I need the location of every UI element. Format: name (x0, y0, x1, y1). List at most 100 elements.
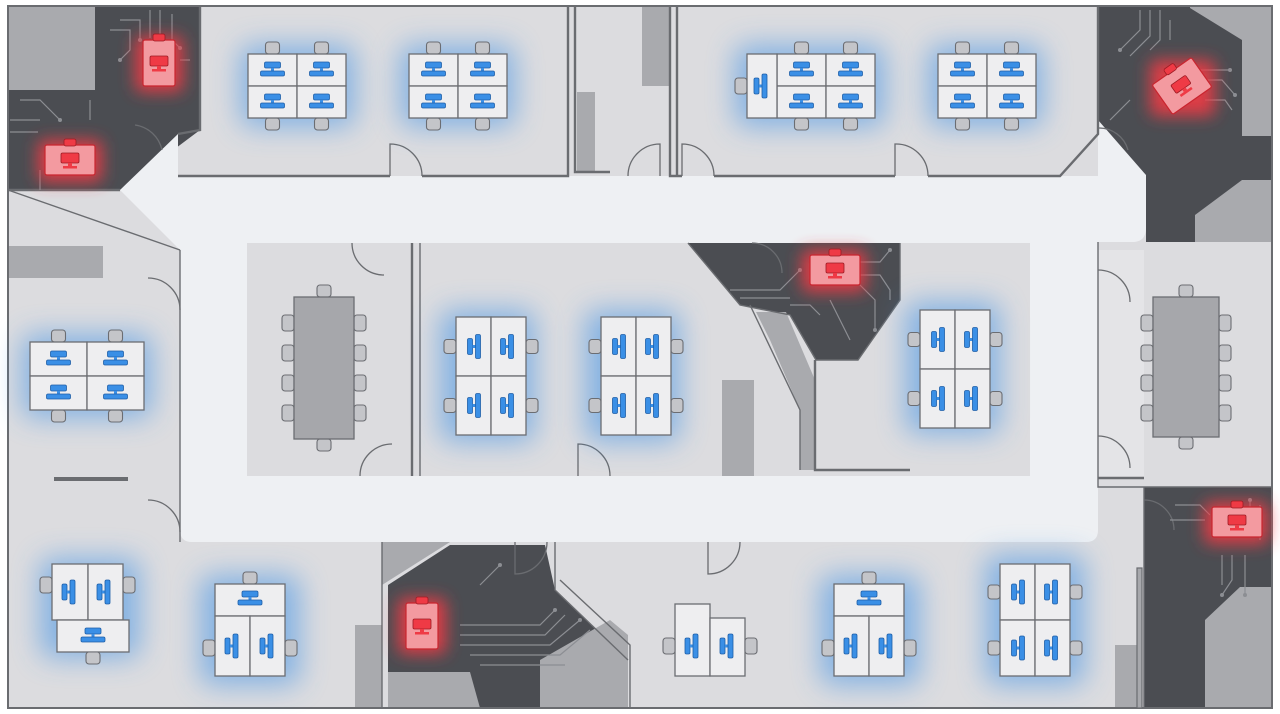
monitor-icon (999, 61, 1024, 77)
monitor-icon (149, 55, 169, 72)
monitor-icon (103, 350, 128, 366)
workstation-ws-top-3[interactable] (734, 41, 876, 131)
monitor-icon (421, 61, 446, 77)
storage-block (388, 672, 480, 708)
chair (588, 397, 602, 414)
chair (353, 404, 367, 422)
monitor-icon (46, 350, 71, 366)
chair (987, 640, 1001, 656)
chair (202, 639, 216, 657)
conference-table-conf-center[interactable] (281, 284, 367, 452)
monitor-icon (500, 393, 514, 418)
monitor-icon (825, 262, 845, 279)
monitor-icon (60, 152, 80, 169)
interior-walls (7, 6, 1272, 708)
chair (588, 338, 602, 355)
monitor-icon (753, 73, 768, 99)
desk (29, 341, 88, 377)
doors (134, 124, 1175, 575)
chair (281, 314, 295, 332)
monitor-icon (237, 590, 263, 606)
chair (1140, 404, 1154, 422)
chair (670, 397, 684, 414)
chair (474, 117, 491, 131)
workstation-ws-left-mid[interactable] (29, 329, 145, 423)
monitor-icon (1044, 579, 1058, 605)
workstation-ws-center-2[interactable] (588, 316, 684, 436)
monitor-icon (612, 334, 626, 359)
monitor-icon (103, 384, 128, 400)
chair (734, 77, 748, 95)
storage-block (1190, 6, 1272, 136)
desk (674, 603, 711, 677)
storage-block (1205, 587, 1272, 708)
monitor-icon (259, 633, 274, 659)
chair (474, 41, 491, 55)
alert-terminal-alert-top-left-2[interactable] (44, 138, 96, 176)
chair (316, 284, 332, 298)
chair (903, 639, 917, 657)
chair (793, 41, 810, 55)
monitor-icon (964, 327, 978, 352)
workstation-ws-bottom-4[interactable] (821, 571, 917, 677)
chair (1178, 436, 1194, 450)
main-corridor (120, 120, 1146, 542)
chair (425, 117, 442, 131)
workstation-ws-bottom-3[interactable] (662, 603, 758, 677)
monitor-icon (96, 579, 111, 605)
workstation-ws-center-3[interactable] (907, 309, 1003, 429)
alert-terminal-alert-bottom-center[interactable] (405, 596, 439, 650)
chair (821, 639, 835, 657)
monitor-icon (309, 61, 334, 77)
chair (353, 344, 367, 362)
alert-terminal-alert-bottom-right[interactable] (1211, 500, 1263, 538)
chair (1140, 374, 1154, 392)
storage-block (1195, 180, 1272, 242)
monitor-icon (1170, 75, 1193, 97)
chair (281, 404, 295, 422)
chair (1069, 584, 1083, 600)
monitor-icon (719, 633, 734, 659)
chair (744, 637, 758, 655)
alert-terminal-alert-top-right[interactable] (1149, 53, 1212, 115)
workstation-ws-top-1[interactable] (247, 41, 347, 131)
monitor-icon (470, 93, 495, 109)
chair (842, 41, 859, 55)
monitor-icon (789, 61, 814, 77)
monitor-icon (412, 618, 432, 635)
workstation-ws-top-4[interactable] (937, 41, 1037, 131)
monitor-icon (856, 590, 882, 606)
chair (662, 637, 676, 655)
workstation-ws-top-2[interactable] (408, 41, 508, 131)
workstation-ws-bottom-2[interactable] (202, 571, 298, 677)
outer-wall (7, 5, 1273, 709)
monitor-icon (421, 93, 446, 109)
workstation-ws-center-1[interactable] (443, 316, 539, 436)
monitor-icon (1011, 579, 1025, 605)
chair (1218, 344, 1232, 362)
chair (1069, 640, 1083, 656)
chair (1140, 344, 1154, 362)
monitor-icon (260, 93, 285, 109)
desk (86, 375, 145, 411)
table (293, 296, 355, 440)
monitor-icon (999, 93, 1024, 109)
monitor-icon (1011, 635, 1025, 661)
desk (954, 368, 991, 429)
monitor-icon (964, 386, 978, 411)
monitor-icon (838, 61, 863, 77)
storage-block (8, 6, 95, 90)
chair (525, 338, 539, 355)
monitor-icon (500, 334, 514, 359)
table (1152, 296, 1220, 438)
alert-terminal-alert-top-left-1[interactable] (142, 33, 176, 87)
alert-terminal-alert-center[interactable] (809, 248, 861, 286)
chair (443, 397, 457, 414)
conference-table-conf-right[interactable] (1140, 284, 1232, 450)
chair (954, 117, 971, 131)
pillars (1136, 567, 1143, 709)
monitor-icon (470, 61, 495, 77)
chair (107, 329, 124, 343)
workstation-ws-bottom-1[interactable] (39, 563, 136, 665)
workstation-ws-bottom-5[interactable] (987, 563, 1083, 677)
